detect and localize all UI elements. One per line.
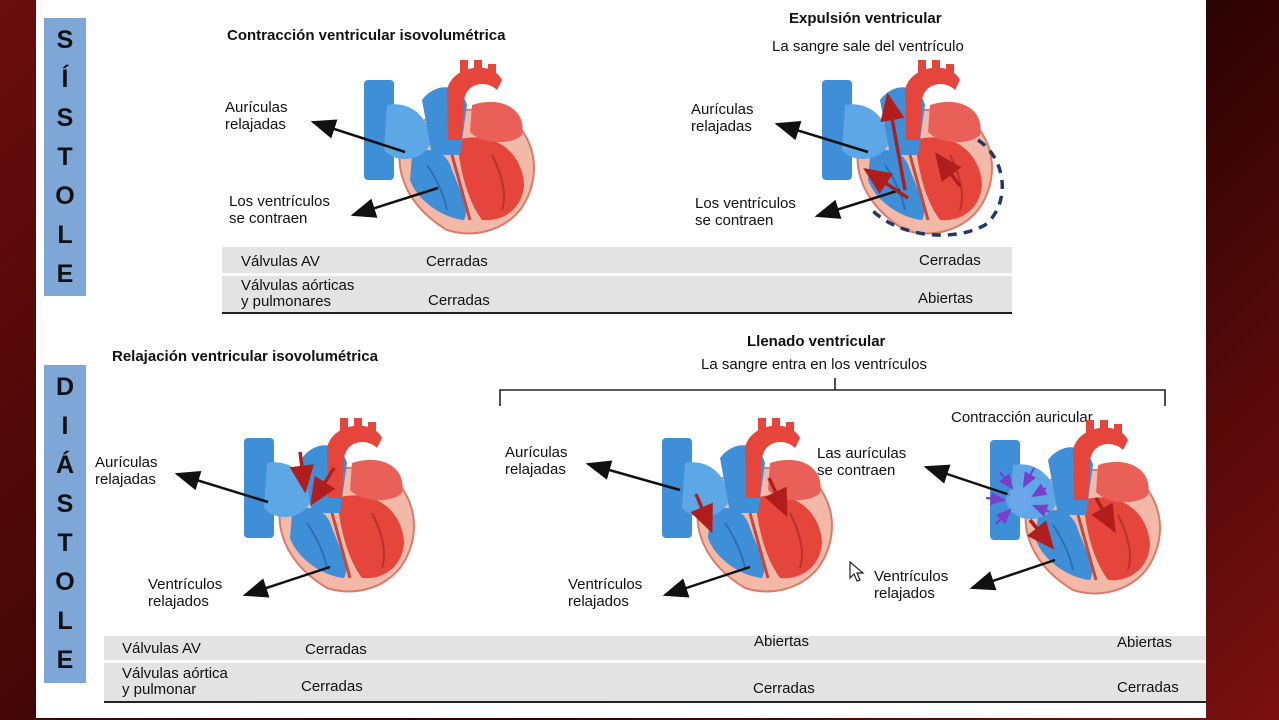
semilunar-valves-label: Válvulas aórticas y pulmonares (241, 277, 355, 310)
semilunar-valves-value: Cerradas (753, 680, 815, 697)
slide (36, 0, 1206, 718)
atria-contract-label: Las aurículas se contraen (817, 445, 907, 479)
mouse-cursor-icon (849, 561, 865, 582)
ventricles-relaxed-label: Ventrículos relajados (874, 568, 949, 602)
systole-letter: E (56, 259, 74, 288)
semilunar-valves-value: Cerradas (1117, 679, 1179, 696)
diastole-letter: T (57, 529, 73, 557)
diastole-phase-band: D I Á S T O L E (44, 365, 86, 683)
av-valves-value: Cerradas (305, 641, 367, 658)
av-valves-label: Válvulas AV (122, 640, 201, 657)
diastole-letter: L (57, 607, 73, 635)
semilunar-valves-value: Cerradas (428, 292, 490, 309)
diastole-letter: E (56, 646, 74, 674)
ventricular-filling-subtitle: La sangre entra en los ventrículos (701, 356, 927, 373)
heart-atrial-contraction (978, 420, 1178, 600)
atria-relaxed-label: Aurículas relajadas (505, 444, 568, 478)
diastole-letter: Á (55, 451, 75, 479)
heart-isovolumetric-contraction (352, 60, 552, 240)
av-valves-label: Válvulas AV (241, 253, 320, 270)
isovolumetric-relaxation-title: Relajación ventricular isovolumétrica (112, 348, 378, 365)
ventricular-ejection-subtitle: La sangre sale del ventrículo (772, 38, 964, 55)
systole-letter: Í (61, 64, 69, 93)
atria-relaxed-label: Aurículas relajadas (225, 99, 288, 133)
semilunar-valves-label: Válvulas aórtica y pulmonar (122, 665, 228, 698)
diastole-letter: D (55, 373, 75, 401)
av-valves-value: Cerradas (426, 253, 488, 270)
systole-letter: L (57, 220, 73, 249)
systole-semilunar-valves-row (222, 276, 1012, 314)
diastole-letter: S (56, 490, 74, 518)
ventricles-relaxed-label: Ventrículos relajados (148, 576, 223, 610)
av-valves-value: Abiertas (754, 633, 810, 650)
systole-phase-band: S Í S T O L E (44, 18, 86, 296)
systole-letter: O (55, 181, 75, 210)
diastole-semilunar-valves-row (104, 663, 1206, 703)
systole-av-valves-row (222, 247, 1012, 273)
semilunar-valves-value: Abiertas (918, 290, 974, 307)
av-valves-value: Cerradas (919, 252, 981, 269)
heart-ventricular-ejection (810, 60, 1010, 240)
ventricles-contract-label: Los ventrículos se contraen (229, 193, 330, 227)
systole-letter: S (56, 103, 74, 132)
isovolumetric-contraction-title: Contracción ventricular isovolumétrica (227, 27, 506, 44)
ventricular-ejection-title: Expulsión ventricular (789, 10, 942, 27)
semilunar-valves-value: Cerradas (301, 678, 363, 695)
diastole-letter: O (55, 568, 75, 596)
ventricles-contract-label: Los ventrículos se contraen (695, 195, 796, 229)
diastole-letter: I (61, 412, 69, 440)
ventricular-filling-title: Llenado ventricular (747, 333, 886, 350)
atrial-contraction-title: Contracción auricular (951, 409, 1093, 426)
heart-isovolumetric-relaxation (232, 418, 432, 598)
atria-relaxed-label: Aurículas relajadas (95, 454, 158, 488)
ventricles-relaxed-label: Ventrículos relajados (568, 576, 643, 610)
systole-letter: S (56, 25, 74, 54)
av-valves-value: Abiertas (1117, 634, 1173, 651)
systole-letter: T (57, 142, 73, 171)
diastole-av-valves-row (104, 636, 1206, 660)
atria-relaxed-label: Aurículas relajadas (691, 101, 754, 135)
